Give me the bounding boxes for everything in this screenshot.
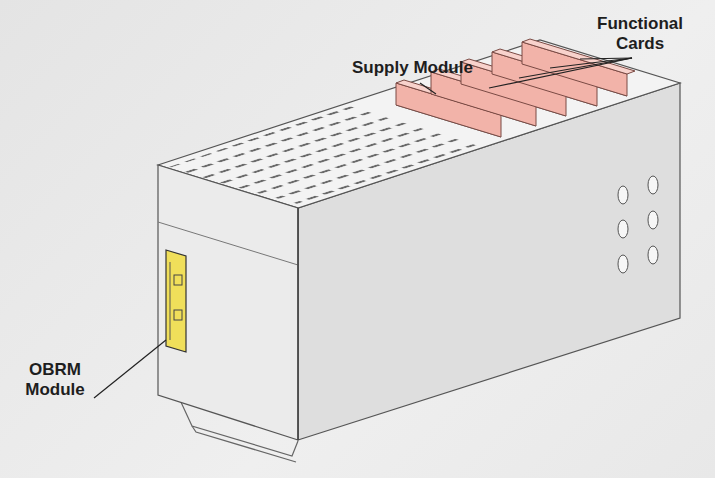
part-label: Functional Cards bbox=[590, 14, 690, 54]
vent-grid bbox=[166, 106, 485, 204]
part-label: OBRM Module bbox=[18, 360, 92, 400]
front-panel-edge bbox=[297, 208, 299, 440]
obrm-module bbox=[166, 250, 186, 352]
front-face bbox=[158, 165, 298, 440]
part-label: Supply Module bbox=[352, 58, 473, 78]
top-face bbox=[158, 40, 680, 208]
functional-cards bbox=[431, 39, 635, 126]
leader-lines bbox=[94, 58, 632, 398]
side-holes bbox=[618, 176, 658, 273]
